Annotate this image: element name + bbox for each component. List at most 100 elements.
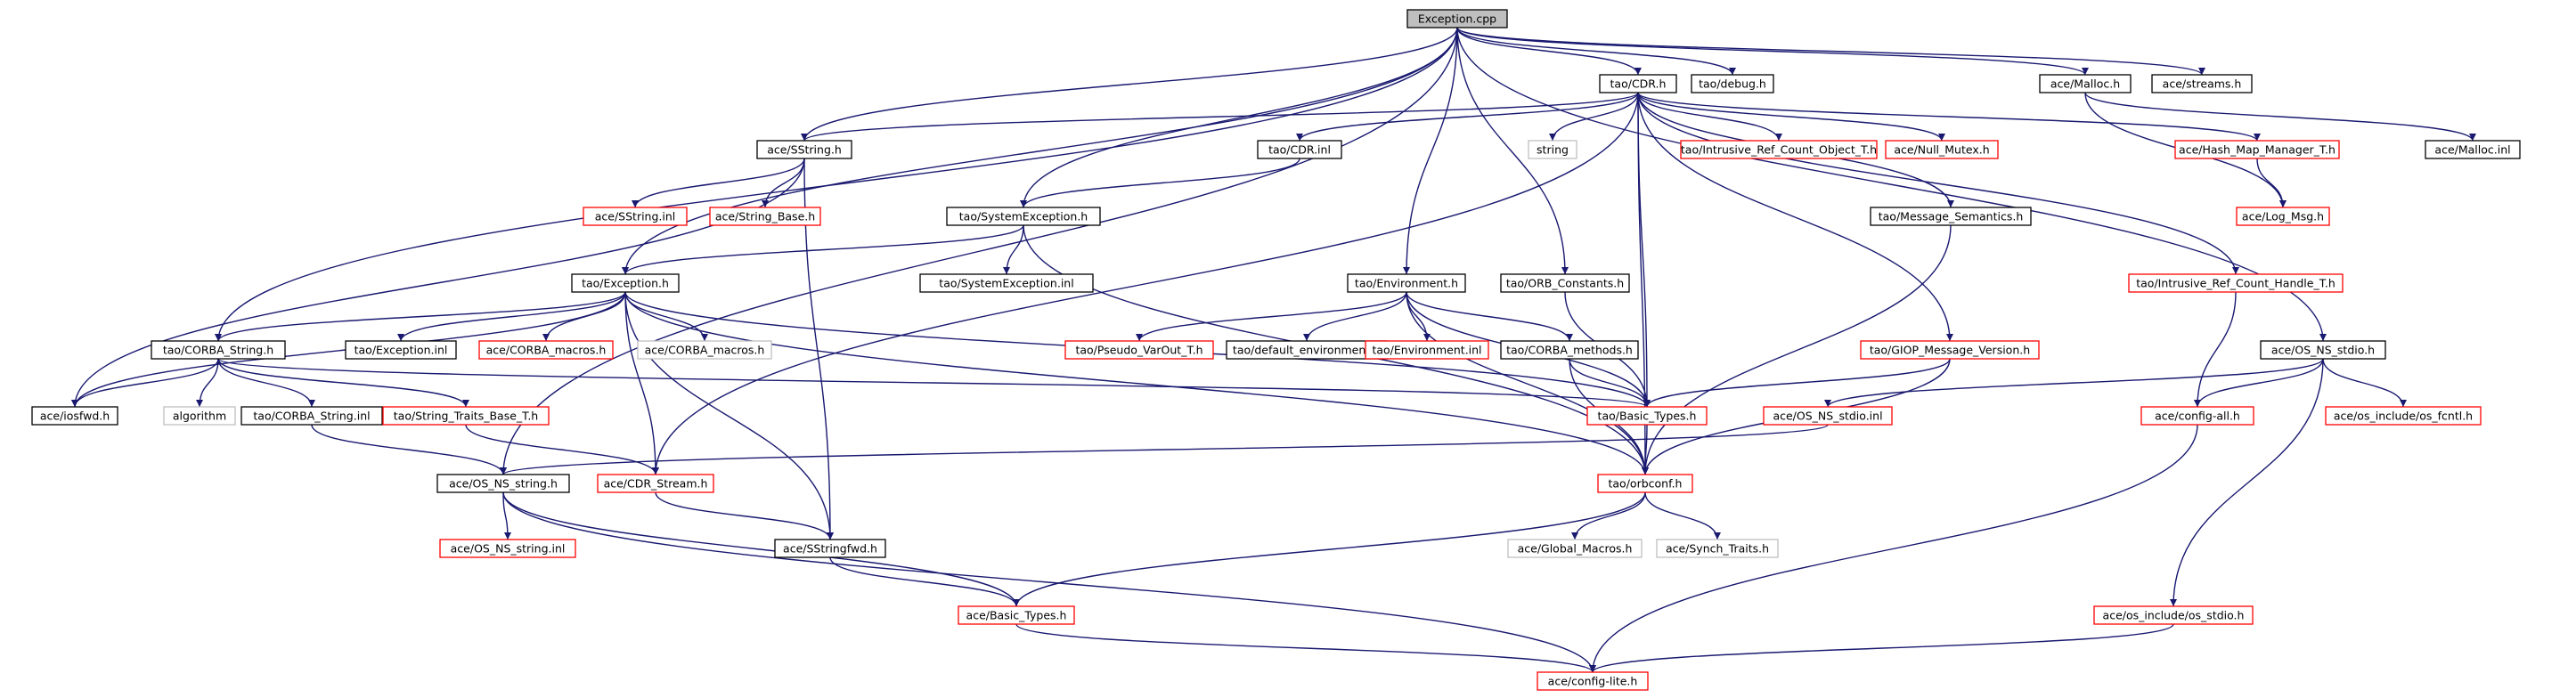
node-box	[2236, 207, 2330, 226]
node-box	[1680, 140, 1878, 159]
node-tao-exception-h[interactable]: tao/Exception.h	[571, 273, 680, 293]
node-ace-sstring-inl[interactable]: ace/SString.inl	[583, 207, 688, 226]
node-tao-sysexc-h[interactable]: tao/SystemException.h	[946, 207, 1101, 226]
node-tao-orb-const[interactable]: tao/ORB_Constants.h	[1500, 273, 1630, 293]
node-label: Exception.cpp	[1418, 12, 1496, 26]
node-box	[436, 474, 570, 493]
node-ace-corba-macros-r[interactable]: ace/CORBA_macros.h	[478, 340, 614, 360]
node-label: ace/String_Base.h	[715, 210, 815, 223]
node-tao-giop-ver[interactable]: tao/GIOP_Message_Version.h	[1860, 340, 2040, 360]
node-ace-null-mutex[interactable]: ace/Null_Mutex.h	[1885, 140, 1999, 159]
edge-exc_cpp-to-ace_streams_h	[1456, 27, 2205, 76]
node-label: ace/OS_NS_stdio.h	[2271, 344, 2375, 357]
node-tao-msg-sem[interactable]: tao/Message_Semantics.h	[1870, 207, 2032, 226]
node-tao-default-env[interactable]: tao/default_environment.h	[1226, 340, 1388, 360]
node-label: tao/GIOP_Message_Version.h	[1870, 344, 2030, 357]
node-tao-irch[interactable]: tao/Intrusive_Ref_Count_Handle_T.h	[2128, 273, 2344, 293]
node-tao-corba-methods[interactable]: tao/CORBA_methods.h	[1500, 340, 1639, 360]
node-ace-sstring-h[interactable]: ace/SString.h	[756, 140, 852, 159]
edge-tao_orbconf-to-ace_synch_traits	[1644, 491, 1721, 540]
node-ace-cdr-stream[interactable]: ace/CDR_Stream.h	[597, 474, 714, 493]
node-exc-cpp[interactable]: Exception.cpp	[1406, 9, 1508, 28]
node-ace-os-stdio[interactable]: ace/os_include/os_stdio.h	[2093, 605, 2254, 625]
node-label: tao/Message_Semantics.h	[1879, 210, 2024, 223]
node-tao-irco[interactable]: tao/Intrusive_Ref_Count_Object_T.h	[1680, 140, 1878, 159]
node-tao-env-h[interactable]: tao/Environment.h	[1347, 273, 1466, 293]
node-ace-os-ns-stdio-inl[interactable]: ace/OS_NS_stdio.inl	[1763, 406, 1893, 426]
node-tao-cdr-h[interactable]: tao/CDR.h	[1599, 74, 1677, 93]
node-box	[597, 474, 714, 493]
node-ace-iosfwd[interactable]: ace/iosfwd.h	[31, 406, 118, 426]
node-ace-sstringfwd[interactable]: ace/SStringfwd.h	[774, 539, 886, 558]
edge-tao_corba_string_h-to-ace_iosfwd	[71, 358, 219, 408]
edge-exc_cpp-to-tao_exception_h	[622, 27, 1458, 275]
node-ace-hash-map[interactable]: ace/Hash_Map_Manager_T.h	[2174, 140, 2340, 159]
node-label: ace/config-lite.h	[1548, 675, 1638, 688]
node-box	[2174, 140, 2340, 159]
node-ace-config-all[interactable]: ace/config-all.h	[2140, 406, 2254, 426]
edge-ace_sstring_h-to-ace_iosfwd	[71, 158, 805, 408]
edge-ace_os_ns_stdio_h-to-ace_os_fcntl	[2322, 358, 2407, 408]
edge-exc_cpp-to-tao_cdr_h	[1456, 27, 1642, 76]
node-tao-orbconf[interactable]: tao/orbconf.h	[1597, 474, 1693, 493]
node-tao-pseudo-varout[interactable]: tao/Pseudo_VarOut_T.h	[1064, 340, 1214, 360]
node-label: ace/os_include/os_fcntl.h	[2334, 410, 2473, 423]
node-tao-debug-h[interactable]: tao/debug.h	[1691, 74, 1774, 93]
node-label: ace/OS_NS_string.h	[449, 477, 558, 491]
node-label: ace/streams.h	[2163, 77, 2242, 91]
node-label: ace/CORBA_macros.h	[645, 344, 765, 357]
node-label: ace/CORBA_macros.h	[486, 344, 607, 357]
node-tao-corba-string-inl[interactable]: tao/CORBA_String.inl	[240, 406, 383, 426]
node-ace-malloc-h[interactable]: ace/Malloc.h	[2039, 74, 2132, 93]
edge-exc_cpp-to-ace_os_ns_string_h	[500, 27, 1458, 475]
edge-exc_cpp-to-tao_env_h	[1403, 27, 1458, 275]
node-tao-env-inl[interactable]: tao/Environment.inl	[1365, 340, 1489, 360]
node-ace-global-macros[interactable]: ace/Global_Macros.h	[1507, 539, 1643, 558]
node-ace-synch-traits[interactable]: ace/Synch_Traits.h	[1656, 539, 1779, 558]
node-box	[2140, 406, 2254, 426]
node-label: ace/Log_Msg.h	[2242, 210, 2324, 223]
node-tao-exception-inl[interactable]: tao/Exception.inl	[345, 340, 457, 360]
node-label: algorithm	[173, 410, 226, 423]
node-ace-corba-macros-g[interactable]: ace/CORBA_macros.h	[637, 340, 772, 360]
node-tao-cdr-inl[interactable]: tao/CDR.inl	[1257, 140, 1342, 159]
node-label: tao/CDR.h	[1610, 77, 1667, 91]
node-tao-sysexc-inl[interactable]: tao/SystemException.inl	[919, 273, 1094, 293]
node-box	[1691, 74, 1774, 93]
node-label: tao/Intrusive_Ref_Count_Object_T.h	[1681, 143, 1877, 157]
node-ace-os-ns-string-h[interactable]: ace/OS_NS_string.h	[436, 474, 570, 493]
node-label: ace/config-all.h	[2155, 410, 2240, 423]
edge-tao_sysexc_h-to-tao_exception_h	[622, 224, 1024, 275]
edge-tao_corba_string_h-to-tao_corba_string_inl	[217, 358, 315, 408]
node-algorithm[interactable]: algorithm	[163, 406, 236, 426]
node-box	[1406, 9, 1508, 28]
node-ace-string-base[interactable]: ace/String_Base.h	[709, 207, 821, 226]
node-box	[1656, 539, 1779, 558]
node-label: tao/Basic_Types.h	[1598, 410, 1697, 423]
node-label: ace/Hash_Map_Manager_T.h	[2179, 143, 2336, 157]
node-tao-basic-types[interactable]: tao/Basic_Types.h	[1586, 406, 1708, 426]
node-label: ace/Global_Macros.h	[1518, 542, 1633, 556]
edge-tao_basic_types-to-tao_orbconf	[1642, 424, 1650, 475]
node-box	[1257, 140, 1342, 159]
node-box	[2039, 74, 2132, 93]
node-tao-string-traits[interactable]: tao/String_Traits_Base_T.h	[382, 406, 550, 426]
node-ace-config-lite[interactable]: ace/config-lite.h	[1537, 671, 1649, 691]
node-ace-malloc-inl[interactable]: ace/Malloc.inl	[2425, 140, 2521, 159]
node-box	[2425, 140, 2521, 159]
node-ace-os-fcntl[interactable]: ace/os_include/os_fcntl.h	[2325, 406, 2482, 426]
node-string[interactable]: string	[1528, 140, 1577, 159]
node-ace-os-ns-stdio-h[interactable]: ace/OS_NS_stdio.h	[2260, 340, 2386, 360]
edge-tao_cdr_h-to-string	[1549, 92, 1639, 142]
node-ace-os-ns-string-inl[interactable]: ace/OS_NS_string.inl	[439, 539, 576, 558]
edge-ace_os_ns_stdio_h-to-ace_os_ns_stdio_inl	[1824, 358, 2324, 408]
edge-tao_cdr_h-to-ace_sstring_h	[801, 92, 1639, 142]
node-box	[946, 207, 1101, 226]
node-ace-basic-types[interactable]: ace/Basic_Types.h	[958, 605, 1075, 625]
node-ace-streams-h[interactable]: ace/streams.h	[2151, 74, 2253, 93]
node-tao-corba-string-h[interactable]: tao/CORBA_String.h	[151, 340, 286, 360]
node-ace-log-msg[interactable]: ace/Log_Msg.h	[2236, 207, 2330, 226]
node-box	[163, 406, 236, 426]
edge-tao_exception_h-to-ace_sstringfwd	[624, 291, 834, 540]
node-box	[240, 406, 383, 426]
